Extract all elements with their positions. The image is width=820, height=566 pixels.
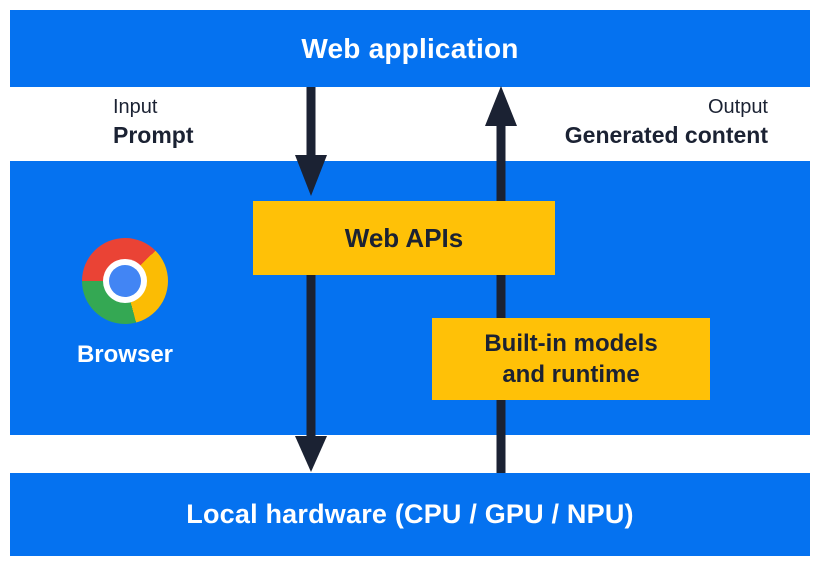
chrome-logo-icon (82, 238, 168, 324)
output-generated-content-labels: Output Generated content (565, 94, 768, 150)
output-label: Output (707, 96, 768, 118)
web-application-layer: Web application (10, 10, 810, 87)
generated-content-label: Generated content (564, 122, 768, 148)
chrome-logo-blue-center (109, 265, 141, 297)
web-apis-label: Web APIs (344, 222, 464, 253)
generated-content-up-arrowhead (485, 86, 517, 126)
web-apis-box: Web APIs (253, 201, 555, 275)
prompt-down-arrowhead-into-hardware (295, 436, 327, 472)
input-label: Input (113, 96, 158, 118)
builtin-models-label-line2: and runtime (502, 361, 640, 388)
prompt-label: Prompt (113, 122, 194, 148)
builtin-models-box: Built-in models and runtime (432, 318, 710, 400)
local-hardware-label: Local hardware (CPU / GPU / NPU) (186, 499, 634, 529)
prompt-down-arrow-shaft-top (306, 87, 316, 160)
browser-label: Browser (76, 341, 174, 368)
web-application-label: Web application (301, 32, 519, 64)
input-prompt-labels: Input Prompt (113, 94, 194, 150)
local-hardware-layer: Local hardware (CPU / GPU / NPU) (10, 473, 810, 556)
builtin-models-label-line1: Built-in models (484, 330, 658, 357)
